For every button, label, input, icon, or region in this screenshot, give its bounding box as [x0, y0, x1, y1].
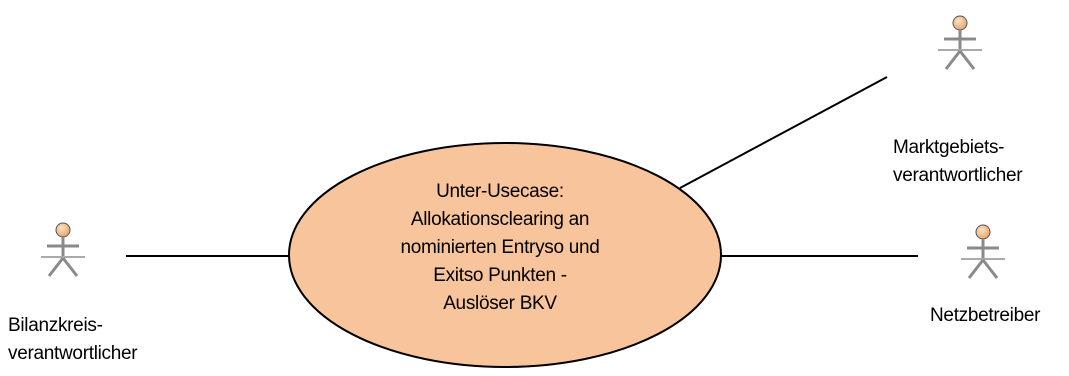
usecase-line-4: Exitso Punkten -	[433, 265, 567, 286]
actor-mgv-icon[interactable]	[938, 15, 982, 70]
actor-nb-label-line-1: Netzbetreiber	[930, 305, 1041, 326]
usecase-label: Unter-Usecase: Allokationsclearing an no…	[330, 178, 670, 318]
association-line-mgv	[679, 76, 888, 189]
actor-mgv-label-line-2: verantwortlicher	[893, 165, 1023, 186]
actor-bkv-label-line-1: Bilanzkreis-	[8, 315, 103, 336]
actor-bkv-icon[interactable]	[41, 222, 85, 277]
actor-mgv-label: Marktgebiets- verantwortlicher	[893, 134, 1023, 190]
usecase-line-3: nominierten Entryso und	[400, 237, 600, 258]
usecase-ellipse[interactable]	[288, 142, 722, 368]
actor-nb-icon[interactable]	[961, 224, 1005, 279]
actor-bkv-label: Bilanzkreis- verantwortlicher	[8, 312, 138, 368]
usecase-line-2: Allokationsclearing an	[410, 209, 590, 230]
actor-bkv-label-line-2: verantwortlicher	[8, 343, 138, 364]
usecase-line-1: Unter-Usecase:	[436, 181, 564, 202]
actor-mgv-label-line-1: Marktgebiets-	[893, 137, 1005, 158]
usecase-line-5: Auslöser BKV	[443, 293, 557, 314]
actor-nb-label: Netzbetreiber	[930, 302, 1040, 330]
